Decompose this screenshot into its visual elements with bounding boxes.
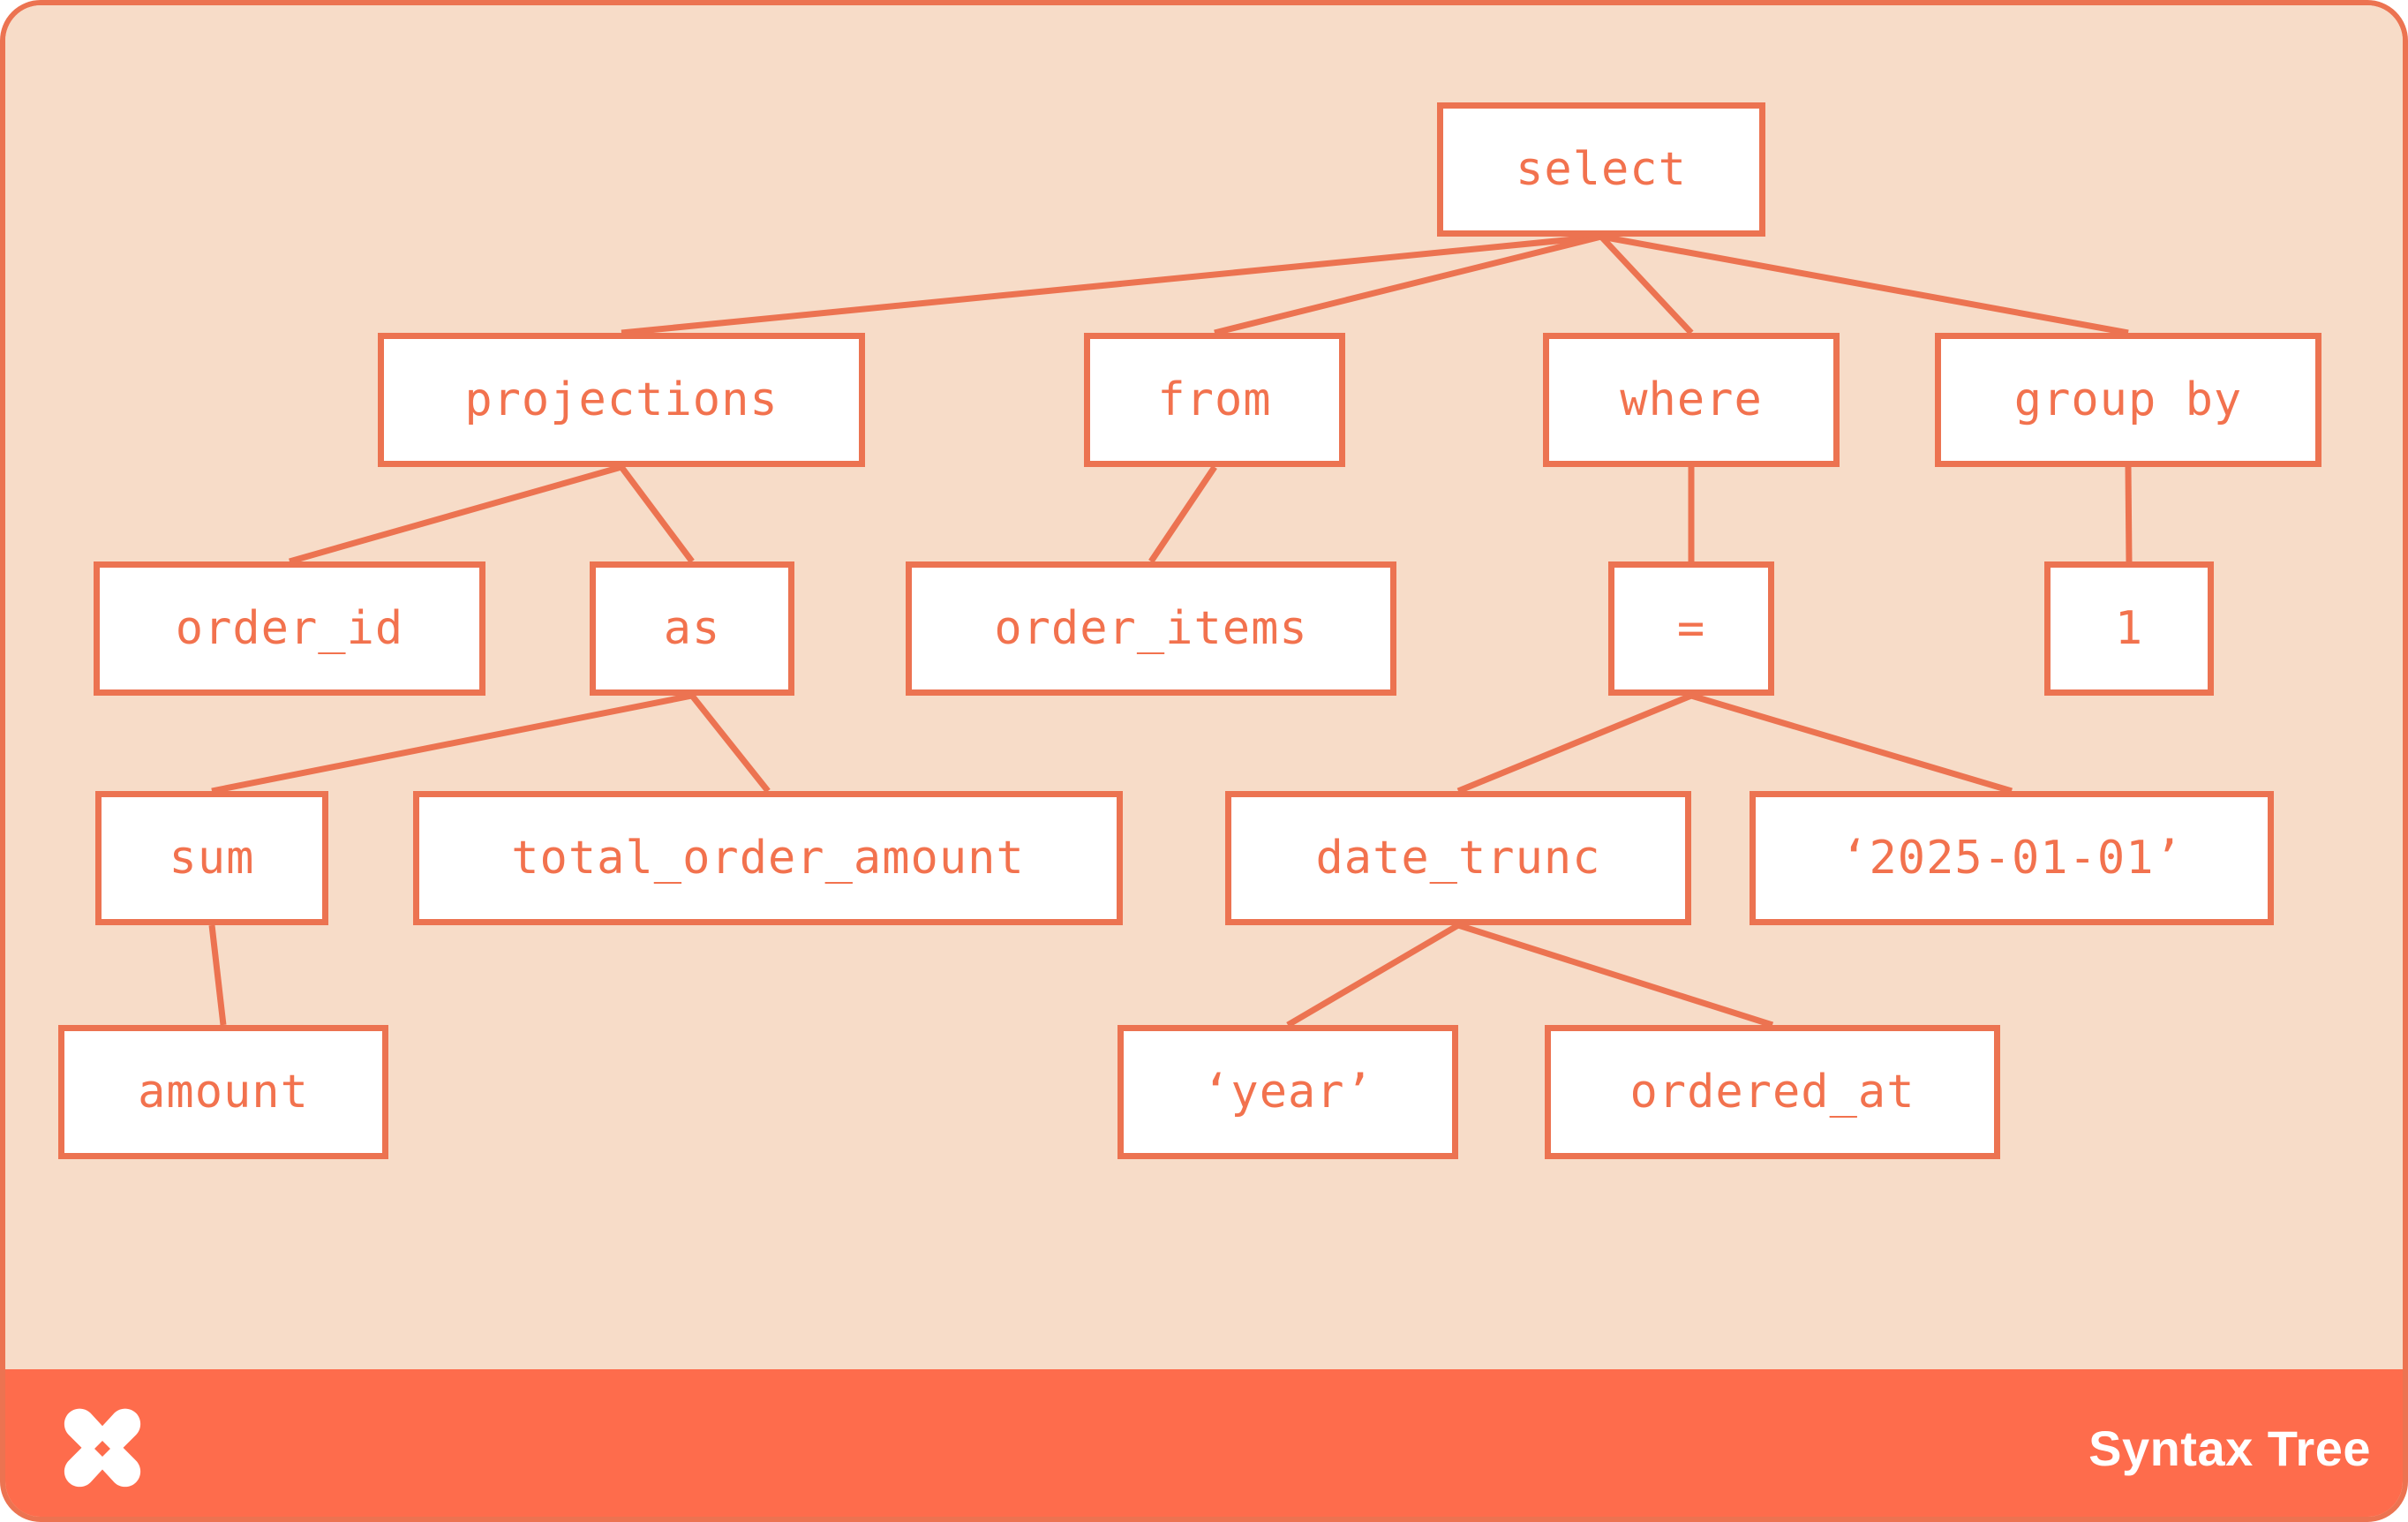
tree-node-label: date_trunc	[1315, 832, 1601, 885]
tree-node-label: group by	[2013, 373, 2243, 426]
footer-title: Syntax Tree	[2088, 1420, 2371, 1476]
tree-node-total-order-amount[interactable]: total_order_amount	[413, 791, 1123, 925]
tree-node-one[interactable]: 1	[2044, 561, 2214, 696]
tree-node-label: where	[1620, 373, 1763, 426]
tree-node-from[interactable]: from	[1084, 333, 1345, 467]
tree-node-label: select	[1516, 143, 1687, 196]
tree-edge-select-to-projections	[621, 233, 1602, 336]
tree-node-label: as	[663, 602, 721, 655]
tree-node-label: amount	[138, 1066, 309, 1119]
tree-node-label: ‘year’	[1202, 1066, 1373, 1119]
tree-edge-projections-to-as	[619, 464, 695, 564]
tree-node-order-items[interactable]: order_items	[906, 561, 1396, 696]
tree-edge-projections-to-order-id	[289, 463, 622, 565]
tree-edge-from-to-order-items	[1148, 465, 1217, 563]
tree-node-where[interactable]: where	[1543, 333, 1840, 467]
tree-edge-layer	[208, 233, 2133, 1028]
tree-node-label: 1	[2114, 602, 2144, 655]
tree-edge-as-to-sum	[211, 692, 693, 795]
tree-edge-date-trunc-to-year-literal	[1286, 922, 1460, 1028]
tree-node-label: order_id	[175, 602, 404, 655]
tree-node-date-trunc[interactable]: date_trunc	[1225, 791, 1691, 925]
tree-node-equals[interactable]: =	[1608, 561, 1774, 696]
tree-node-select[interactable]: select	[1437, 102, 1765, 237]
tree-edge-select-to-from	[1214, 233, 1602, 336]
tree-edge-equals-to-date-trunc	[1456, 692, 1693, 795]
tree-node-label: order_items	[994, 602, 1308, 655]
tree-node-label: projections	[464, 373, 779, 426]
footer-bar: Syntax Tree	[5, 1369, 2403, 1517]
tree-node-label: sum	[169, 832, 255, 885]
butterfly-x-logo-icon	[64, 1408, 141, 1487]
tree-node-as[interactable]: as	[590, 561, 794, 696]
tree-node-sum[interactable]: sum	[95, 791, 328, 925]
tree-node-label: ‘2025-01-01’	[1840, 832, 2183, 885]
tree-edge-equals-to-date-literal	[1690, 692, 2013, 795]
tree-edge-as-to-total-order-amount	[689, 693, 771, 794]
tree-node-amount[interactable]: amount	[58, 1025, 388, 1159]
tree-edge-group-by-to-one	[2125, 466, 2133, 562]
tree-node-label: from	[1157, 373, 1272, 426]
tree-node-group-by[interactable]: group by	[1935, 333, 2321, 467]
tree-edge-date-trunc-to-ordered-at	[1456, 922, 1774, 1028]
tree-node-date-literal[interactable]: ‘2025-01-01’	[1750, 791, 2274, 925]
tree-edge-select-to-group-by	[1600, 233, 2129, 336]
tree-edge-select-to-where	[1599, 234, 1694, 335]
syntax-tree-diagram: select projections from where group by order_…	[5, 5, 2403, 1369]
tree-node-label: =	[1676, 602, 1706, 655]
tree-node-label: total_order_amount	[511, 832, 1025, 885]
tree-node-ordered-at[interactable]: ordered_at	[1545, 1025, 2000, 1159]
tree-edge-sum-to-amount	[208, 924, 227, 1026]
tree-node-year-literal[interactable]: ‘year’	[1117, 1025, 1458, 1159]
tree-node-order-id[interactable]: order_id	[94, 561, 485, 696]
tree-node-projections[interactable]: projections	[378, 333, 865, 467]
tree-node-label: ordered_at	[1629, 1066, 1915, 1119]
